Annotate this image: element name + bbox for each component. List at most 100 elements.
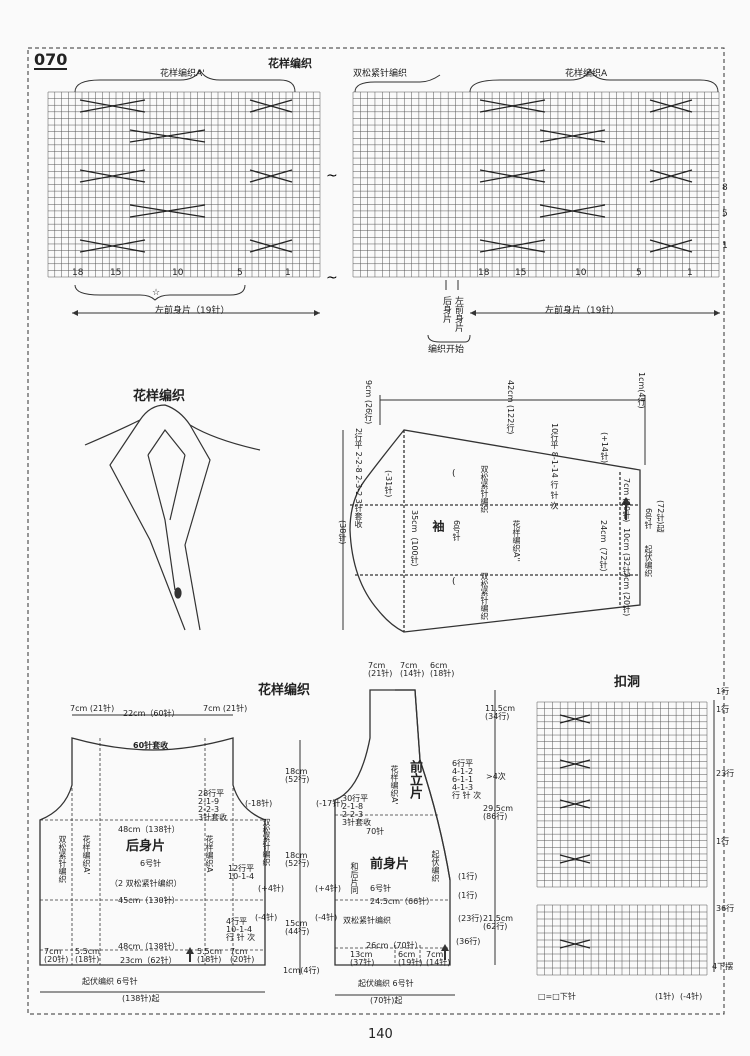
back-bottom-3: 23cm（62针） xyxy=(120,956,177,965)
back-top-right: 7cm (21针) xyxy=(203,704,248,713)
col-right-1: 1 xyxy=(687,268,693,278)
front-border: 起伏编织 xyxy=(431,850,440,882)
right-front-width: 左前身片（19针） xyxy=(545,306,620,316)
front-height-2: 29.5cm (86行) xyxy=(483,804,514,821)
front-pattern: 花样编织A' xyxy=(390,765,399,805)
buttonhole-legend: □=□下针 xyxy=(538,992,576,1001)
start-label: 编织开始 xyxy=(428,345,465,355)
left-front-width: 左前身片（19针） xyxy=(155,306,230,316)
back-decrease: 4行平 10-1-4 行 针 次 xyxy=(226,917,256,942)
front-top-1: 7cm (21针) xyxy=(368,661,393,678)
front-piece-title: 前身片 xyxy=(370,857,410,872)
front-height-3: 21.5cm (62行) xyxy=(483,914,514,931)
front-sew: 和后片同 xyxy=(350,862,359,894)
front-rows-1: (1行) xyxy=(458,872,478,881)
svg-text:~: ~ xyxy=(326,168,338,184)
front-top-2: 7cm (14针) xyxy=(400,661,425,678)
back-top-center: 22cm（60针） xyxy=(123,709,180,718)
back-bind-off: 60针套收 xyxy=(133,741,169,750)
buttonhole-row-36: 36行 xyxy=(716,904,735,913)
back-width-48: 48cm（138针） xyxy=(118,825,180,834)
sleeve-plus-14: (+14针) xyxy=(600,432,609,464)
row-mark-1: 1 xyxy=(722,241,728,251)
col-left-5: 5 xyxy=(237,268,243,278)
sleeve-7cm-top: 7cm (20针) xyxy=(622,478,631,523)
col-left-18: 18 xyxy=(72,268,84,278)
page-number: 140 xyxy=(368,1027,393,1042)
sleeve-rib-2: 双松紧针编织 xyxy=(480,572,489,620)
back-rib-left: 双松紧针编织 xyxy=(58,835,67,883)
sleeve-minus-31: (-31针) xyxy=(384,470,393,498)
front-vert-1: 18cm (52行) xyxy=(285,767,310,784)
sleeve-rib-1: 双松紧针编织 xyxy=(480,465,489,513)
front-needle: 6号针 xyxy=(370,884,392,893)
front-piece-marker: 左前身片 xyxy=(453,296,463,332)
col-right-5: 5 xyxy=(636,268,642,278)
front-armhole: 30行平 2-1-8 2-2-3 3针套收 xyxy=(342,794,372,827)
collar-title: 花样编织 xyxy=(133,389,186,404)
back-increase: 12行平 10-1-4 xyxy=(228,864,255,881)
front-rib: 双松紧针编织 xyxy=(343,916,391,925)
collar-illustration xyxy=(84,404,261,631)
sleeve-needle: 6号针 xyxy=(452,520,461,542)
sleeve-piece: 袖 xyxy=(431,520,445,532)
front-70: 70针 xyxy=(366,827,385,836)
front-minus-4: (-4针) xyxy=(315,913,338,922)
front-cast-on: (70针)起 xyxy=(370,996,403,1005)
back-width-48-bottom: 48cm（138针） xyxy=(118,942,180,951)
front-band-title: 前立片 xyxy=(407,760,422,799)
back-cast-on: (138针)起 xyxy=(122,994,160,1003)
front-vert-2: 18cm (52行) xyxy=(285,851,310,868)
buttonhole-row-2: 1行 xyxy=(716,705,730,714)
back-piece-marker: 后身片 xyxy=(441,296,451,323)
buttonhole-bottom-1: (1针) xyxy=(655,992,675,1001)
front-times: >4次 xyxy=(486,772,506,781)
back-bottom-1: 7cm (20针) xyxy=(44,947,69,964)
front-vert-3: 15cm (44行) xyxy=(285,919,310,936)
back-width-45: 45cm（130针） xyxy=(118,896,180,905)
back-minus-4: (-4针) xyxy=(255,913,278,922)
front-rows-2: (23行) xyxy=(458,914,483,923)
sleeve-cap-decrease: 2行平 2-2-8 2-3-2 3针套收 xyxy=(354,428,363,528)
col-right-10: 10 xyxy=(575,268,587,278)
sleeve-height-3: 1cm(4行) xyxy=(637,372,646,409)
row-mark-5: 5 xyxy=(722,209,728,219)
back-piece-title: 后身片 xyxy=(126,839,166,854)
col-left-10: 10 xyxy=(172,268,184,278)
sleeve-increase: 10行平 8-1-14 行 针 次 xyxy=(550,423,559,510)
sleeve-needle-size: 6号针 xyxy=(644,508,653,530)
sleeve-paren-1: ( xyxy=(452,469,456,479)
front-width-26: 26cm（70针） xyxy=(366,941,423,950)
lower-section-title: 花样编织 xyxy=(258,683,311,698)
sleeve-outline xyxy=(349,429,641,633)
front-cast-type: 起伏编织 6号针 xyxy=(358,979,414,988)
double-rib-label: 双松紧针编织 xyxy=(353,69,408,79)
front-plus-4: (+4针) xyxy=(315,884,342,893)
sleeve-height-2: 42cm (122行) xyxy=(506,380,515,435)
chart-title: 花样编织 xyxy=(268,57,312,70)
back-piece-outline xyxy=(39,737,266,966)
sleeve-height-1: 9cm (26行) xyxy=(364,380,373,425)
back-rib-right: 双松紧针编织 xyxy=(262,818,271,866)
col-right-18: 18 xyxy=(478,268,490,278)
sleeve-35cm: 35cm（100针） xyxy=(410,510,419,572)
back-bottom-5: 7cm (20针) xyxy=(230,947,255,964)
front-width-245: 24.5cm（66针） xyxy=(370,897,435,906)
back-bottom-2: 5.5cm (18针) xyxy=(75,947,100,964)
pattern-a-label: 花样编织A xyxy=(565,69,608,79)
back-needle: 6号针 xyxy=(140,859,162,868)
sleeve-paren-2: ( xyxy=(452,577,456,587)
page-border xyxy=(27,47,725,1015)
row-mark-8: 8 xyxy=(722,183,728,193)
buttonhole-row-4: 4下摆 xyxy=(712,962,734,971)
back-armhole: 28行平 2-1-9 2-2-3 3针套收 xyxy=(198,789,228,822)
back-cast-type: 起伏编织 6号针 xyxy=(82,977,138,986)
back-bottom-4: 5.5cm (18针) xyxy=(197,947,222,964)
sleeve-garter: 起伏编织 xyxy=(644,545,653,577)
chart-right-grid xyxy=(352,91,720,278)
front-piece-outline xyxy=(334,689,451,966)
back-top-left: 7cm (21针) xyxy=(70,704,115,713)
col-left-15: 15 xyxy=(110,268,122,278)
pattern-number: 070 xyxy=(34,50,68,70)
buttonhole-bottom-2: (-4针) xyxy=(680,992,703,1001)
